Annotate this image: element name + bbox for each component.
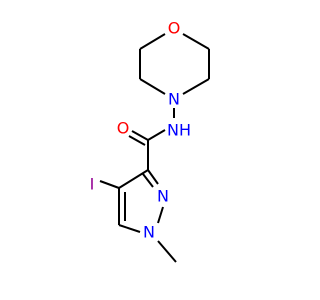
bond-nh-carbonyl-c [147,129,166,141]
bond-n1-c5 [118,224,141,233]
atom-label-amide-hydrogen: H [179,121,191,140]
bond-o-c1 [182,33,210,50]
canvas-background [0,0,300,300]
bond-n2-n1 [157,206,164,224]
atom-label-iodine: I [90,175,95,194]
bond-c4-c3 [118,169,149,189]
atom-label-pyrazole-nitrogen-1: N [143,223,155,242]
morpholine-ring [139,33,210,95]
bond-c4-o [139,33,166,50]
amide-group [128,129,166,170]
pyrazole-ring [118,169,164,233]
bond-c3-n2-a [147,169,159,185]
bond-c3-n2-b [142,173,154,188]
bond-c2-n [182,78,210,95]
atom-label-amide-nitrogen: N [167,121,179,140]
atom-label-pyrazole-nitrogen-2: N [157,187,169,206]
bond-n1-methyl [157,240,177,263]
atom-label-morpholine-oxygen: O [168,19,181,38]
bond-n-c3 [139,78,166,95]
atom-label-morpholine-nitrogen: N [168,90,180,109]
bond-c4-iodine [99,180,120,189]
bond-carbonyl-double-2 [128,135,146,146]
molecule-structure: O N N H O I N N [0,0,300,300]
bond-carbonyl-double-1 [131,130,149,141]
atom-label-carbonyl-oxygen: O [117,119,130,138]
